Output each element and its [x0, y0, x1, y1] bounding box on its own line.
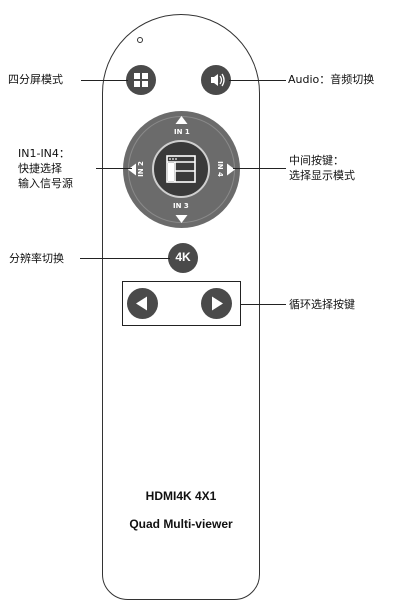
cycle-buttons-group	[122, 281, 241, 326]
resolution-button-label: 4K	[175, 250, 191, 264]
right-arrow-icon	[227, 163, 235, 176]
quad-screen-button[interactable]	[126, 65, 156, 95]
resolution-callout-line	[80, 258, 170, 260]
triangle-left-icon	[136, 296, 147, 311]
down-arrow-icon	[175, 215, 188, 223]
in4-label[interactable]: IN 4	[215, 161, 224, 177]
in3-label[interactable]: IN 3	[173, 202, 189, 210]
resolution-callout: 分辨率切换	[9, 252, 64, 265]
center-display-mode-button[interactable]	[152, 140, 210, 198]
input-select-line-3: 输入信号源	[18, 177, 73, 190]
quad-mode-callout: 四分屏模式	[8, 73, 63, 86]
quad-callout-line	[81, 80, 128, 82]
input-callout-line	[96, 168, 132, 170]
audio-callout-line	[229, 80, 286, 82]
cycle-callout-line	[241, 304, 286, 306]
center-key-callout: 中间按键： 选择显示模式	[289, 153, 355, 183]
window-grid-icon	[134, 73, 148, 87]
next-button[interactable]	[201, 288, 232, 319]
input-select-line-2: 快捷选择	[18, 162, 62, 175]
center-key-line-2: 选择显示模式	[289, 169, 355, 182]
audio-callout: Audio：音频切换	[288, 73, 375, 86]
resolution-button[interactable]: 4K	[168, 243, 198, 273]
left-arrow-icon	[128, 163, 136, 176]
center-key-line-1: 中间按键：	[289, 154, 344, 167]
input-select-callout: IN1-IN4： 快捷选择 输入信号源	[18, 146, 73, 191]
in2-label[interactable]: IN 2	[136, 161, 145, 177]
speaker-icon	[211, 73, 225, 87]
cycle-callout: 循环选择按键	[289, 298, 355, 311]
in1-label[interactable]: IN 1	[174, 128, 190, 136]
model-name: HDMI4K 4X1	[145, 489, 217, 503]
previous-button[interactable]	[127, 288, 158, 319]
input-select-line-1: IN1-IN4：	[18, 147, 70, 160]
audio-button[interactable]	[201, 65, 231, 95]
up-arrow-icon	[175, 116, 188, 124]
center-callout-line	[233, 168, 286, 170]
device-name: Quad Multi-viewer	[129, 517, 233, 531]
dpad-arrows	[128, 116, 235, 223]
display-layout-icon	[166, 155, 196, 183]
triangle-right-icon	[212, 296, 223, 311]
indicator-led	[137, 37, 143, 43]
